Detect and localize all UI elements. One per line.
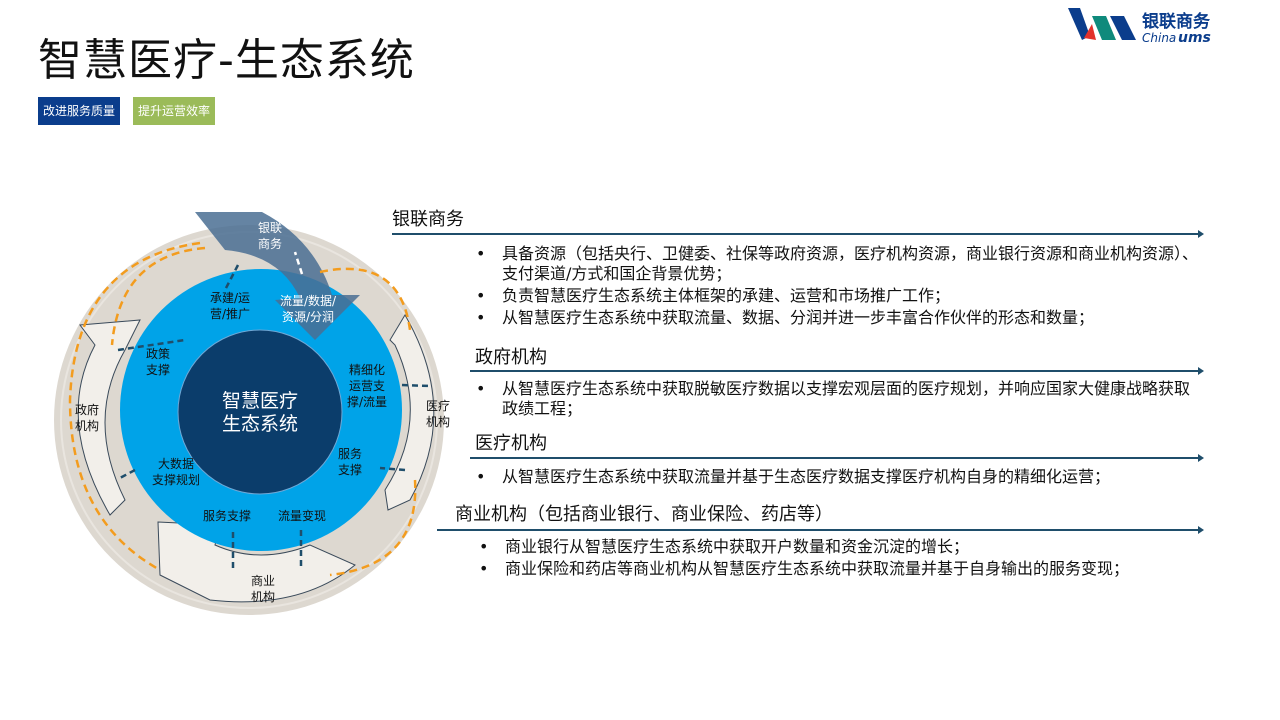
svg-text:流量/数据/: 流量/数据/ [280,293,337,308]
section-heading-hospital: 医疗机构 [475,433,547,454]
tag-improve-efficiency: 提升运营效率 [133,97,216,125]
bullet: 负责智慧医疗生态系统主体框架的承建、运营和市场推广工作； [474,286,1204,306]
divider [392,230,1204,238]
gov-arrow [77,319,141,516]
bullet: 具备资源（包括央行、卫健委、社保等政府资源，医疗机构资源，商业银行资源和商业机构… [474,244,1204,284]
business-arrow [157,521,356,603]
page-title: 智慧医疗-生态系统 [38,35,415,86]
unionpay-arrow [195,212,360,340]
hospital-arrow [384,314,435,511]
svg-text:支撑: 支撑 [338,462,362,477]
svg-text:银联: 银联 [258,221,282,235]
bullet: 商业银行从智慧医疗生态系统中获取开户数量和资金沉淀的增长； [477,537,1204,557]
bullet: 从智慧医疗生态系统中获取流量、数据、分润并进一步丰富合作伙伴的形态和数量； [474,308,1204,328]
divider [470,454,1204,462]
svg-text:ums: ums [1178,30,1211,46]
svg-text:机构: 机构 [426,414,450,429]
svg-text:精细化: 精细化 [349,363,385,377]
bullet: 从智慧医疗生态系统中获取脱敏医疗数据以支撑宏观层面的医疗规划，并响应国家大健康战… [474,379,1204,419]
svg-text:支撑规划: 支撑规划 [152,472,200,487]
orange-flow-lines [68,241,417,577]
svg-text:银联商务: 银联商务 [1142,11,1211,32]
bullet: 商业保险和药店等商业机构从智慧医疗生态系统中获取流量并基于自身输出的服务变现； [477,559,1204,579]
government-bullets: 从智慧医疗生态系统中获取脱敏医疗数据以支撑宏观层面的医疗规划，并响应国家大健康战… [474,379,1204,421]
unionpay-bullets: 具备资源（包括央行、卫健委、社保等政府资源，医疗机构资源，商业银行资源和商业机构… [474,244,1204,330]
business-bullets: 商业银行从智慧医疗生态系统中获取开户数量和资金沉淀的增长； 商业保险和药店等商业… [477,537,1204,581]
svg-text:政策: 政策 [146,347,170,361]
svg-text:撑/流量: 撑/流量 [347,394,387,409]
svg-text:承建/运: 承建/运 [210,291,250,305]
divider [437,526,1204,534]
svg-text:流量变现: 流量变现 [278,508,326,523]
hospital-bullets: 从智慧医疗生态系统中获取流量并基于生态医疗数据支撑医疗机构自身的精细化运营； [474,467,1214,489]
svg-text:服务: 服务 [338,446,362,461]
section-heading-government: 政府机构 [475,347,547,368]
svg-text:商务: 商务 [258,236,282,251]
bullet: 从智慧医疗生态系统中获取流量并基于生态医疗数据支撑医疗机构自身的精细化运营； [474,467,1214,487]
svg-text:机构: 机构 [251,589,275,604]
svg-text:营/推广: 营/推广 [210,307,250,321]
svg-text:商业: 商业 [251,573,275,588]
section-heading-unionpay: 银联商务 [392,209,464,230]
svg-text:机构: 机构 [75,418,99,433]
svg-text:服务支撑: 服务支撑 [203,508,251,523]
svg-text:资源/分润: 资源/分润 [282,310,334,324]
chinaums-logo: 银联商务 China ums [1068,8,1211,46]
svg-text:China: China [1142,31,1176,45]
dark-flow-lines [117,251,431,570]
svg-text:生态系统: 生态系统 [222,413,298,435]
tag-improve-service: 改进服务质量 [38,97,121,125]
ecosystem-diagram: 智慧医疗 生态系统 银联 商务 流量/数据/ 资源/分润 承建/运 营/推广 政… [54,212,450,615]
section-heading-business: 商业机构（包括商业银行、商业保险、药店等） [455,504,833,525]
svg-text:支撑: 支撑 [146,362,170,377]
svg-text:智慧医疗: 智慧医疗 [222,390,298,412]
svg-text:运营支: 运营支 [349,379,385,393]
center-circle [177,329,343,495]
divider [470,367,1204,375]
svg-text:医疗: 医疗 [426,399,450,413]
svg-text:大数据: 大数据 [158,456,194,471]
svg-text:政府: 政府 [75,402,99,417]
